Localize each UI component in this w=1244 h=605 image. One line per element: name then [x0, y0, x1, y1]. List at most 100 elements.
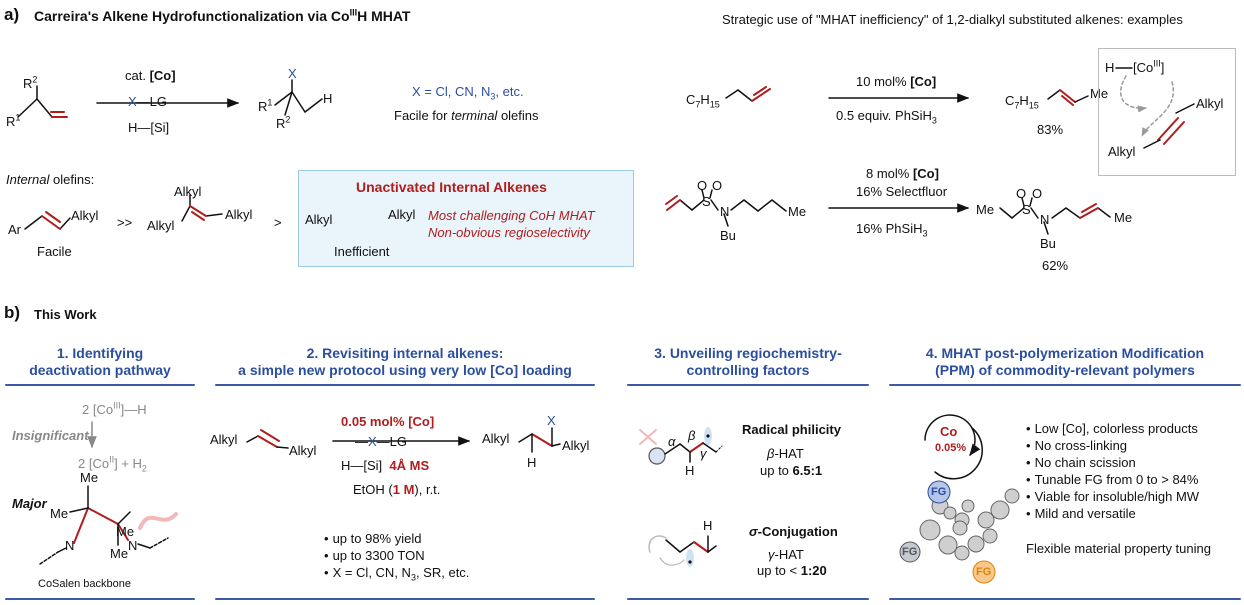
- section-b-label: b): [4, 303, 21, 322]
- philicity-graphic: [639, 427, 723, 465]
- col2-prod-x: X: [547, 413, 556, 428]
- box-alkyl-right: Alkyl: [388, 207, 416, 222]
- col3-header: 3. Unveiling regiochemistry-controlling …: [654, 345, 842, 378]
- col2-sm-alkyl-right: Alkyl: [289, 443, 317, 458]
- col2-catalyst: 0.05 mol% [Co]: [341, 414, 435, 429]
- ex2-prod-o-left: O: [1016, 186, 1027, 201]
- box-title: Unactivated Internal Alkenes: [356, 179, 547, 195]
- strategic-title: Strategic use of "MHAT inefficiency" of …: [722, 12, 1183, 27]
- col2-bullets: up to 98% yield up to 3300 TON X = Cl, C…: [324, 530, 470, 582]
- section-a-title: Carreira's Alkene Hydrofunctionalization…: [34, 7, 411, 24]
- ex2-bu: Bu: [720, 228, 736, 243]
- col2-bullet-3: X = Cl, CN, N3, SR, etc.: [324, 564, 470, 582]
- ex1-prod-formula: C7H15: [1005, 93, 1039, 111]
- ex1-silane: 0.5 equiv. PhSiH3: [836, 108, 937, 126]
- col2-prod-alkyl-left: Alkyl: [482, 431, 510, 446]
- co-loading: 0.05%: [935, 442, 967, 454]
- conjugation-title: σ-Conjugation: [749, 524, 838, 539]
- ex1-catalyst: 10 mol% [Co]: [856, 74, 937, 89]
- insignificant-label: Insignificant: [12, 428, 89, 443]
- section-a-label: a): [4, 5, 20, 24]
- ex2-o-right: O: [712, 178, 723, 193]
- backbone-n-left: N: [65, 538, 75, 553]
- col2-hsi: H—[Si] 4Å MS: [341, 458, 430, 473]
- major-label: Major: [12, 496, 47, 511]
- ex1-prod-bond: [1047, 89, 1061, 100]
- sm-r2: R2: [23, 74, 38, 91]
- ratio2: up to < 1:20: [757, 563, 827, 578]
- gamma-hat-label: γ-HAT: [768, 547, 804, 562]
- trisub-alkyl-right: Alkyl: [225, 207, 253, 222]
- ex2-n: N: [720, 204, 730, 219]
- backbone-n-right: N: [128, 538, 138, 553]
- col2-sm-alkyl-left: Alkyl: [210, 432, 238, 447]
- beta-hat-label: β-HAT: [767, 446, 804, 461]
- product-h: H: [323, 91, 333, 106]
- backbone-me-bottom: Me: [110, 546, 129, 561]
- trisub-double: [189, 205, 207, 217]
- ex1-prod-me: Me: [1090, 86, 1109, 101]
- ar-alkene-double: [41, 215, 61, 230]
- col2-xlg: —X—LG: [355, 434, 408, 449]
- col4-bullet-2: No cross-linking: [1026, 437, 1199, 454]
- ex2-sm-bonds: [679, 189, 787, 227]
- ratio1: up to 6.5:1: [760, 463, 823, 478]
- col2-sm-alkene: [246, 429, 289, 449]
- ex2-prod-double: [1079, 207, 1099, 219]
- product-r1: R1: [258, 97, 273, 114]
- ex2-s: S: [702, 194, 711, 209]
- backbone-caption: CoSalen backbone: [38, 578, 131, 590]
- ex2-oxidant: 16% Selectfluor: [856, 184, 948, 199]
- facile-label: Facile: [37, 244, 72, 259]
- sm-alkene-bonds: [17, 85, 53, 118]
- col2-product: [518, 427, 561, 453]
- gtgt-sign: >>: [117, 215, 133, 230]
- ar-label: Ar: [8, 222, 21, 237]
- philicity-title: Radical philicity: [742, 422, 841, 437]
- fg-orange: FG: [976, 566, 992, 578]
- ex2-vinyl-double: [666, 199, 681, 211]
- ex2-prod-s: S: [1022, 202, 1031, 217]
- ex1-sm-bonds: [725, 89, 753, 102]
- product-x: X: [288, 66, 297, 81]
- ex2-prod-bonds: [999, 197, 1111, 235]
- col4-bullet-6: Mild and versatile: [1026, 505, 1199, 522]
- ex2-prod-et: Me: [976, 202, 995, 217]
- ex2-me: Me: [788, 204, 807, 219]
- col2-solvent: EtOH (1 M), r.t.: [353, 482, 441, 497]
- ex2-silane: 16% PhSiH3: [856, 221, 928, 239]
- fg-blue: FG: [931, 486, 947, 498]
- facile-terminal: Facile for terminal olefins: [394, 108, 539, 123]
- reagent-hsi: H—[Si]: [128, 120, 170, 135]
- trisub-alkyl-top: Alkyl: [174, 184, 202, 199]
- cosalen-backbone-graphic: [39, 485, 178, 565]
- box-line1: Most challenging CoH MHAT: [428, 208, 595, 223]
- gamma-label: γ: [700, 446, 707, 461]
- box-alkyl-left: Alkyl: [305, 212, 333, 227]
- ex1-yield: 83%: [1037, 122, 1064, 137]
- backbone-me-right: Me: [116, 524, 135, 539]
- fg-grey: FG: [902, 546, 918, 558]
- co2-h2-species: 2 [CoII] + H2: [78, 454, 147, 474]
- backbone-me-top: Me: [80, 470, 99, 485]
- col4-tuning: Flexible material property tuning: [1026, 541, 1211, 556]
- internal-olefins-label: Internal olefins:: [6, 172, 95, 187]
- beta-label: β: [688, 428, 696, 443]
- ex2-prod-bu: Bu: [1040, 236, 1056, 251]
- ex2-prod-o-right: O: [1032, 186, 1043, 201]
- coh-alkyl-left: Alkyl: [1108, 144, 1136, 159]
- unactivated-alkenes-box: [298, 170, 634, 267]
- co-label: Co: [940, 424, 958, 439]
- gt-sign: >: [274, 215, 282, 230]
- polymer-graphic: [899, 480, 1020, 584]
- reagent-cat: cat. [Co]: [125, 68, 176, 83]
- coh-approach-graphic: [1115, 67, 1195, 149]
- col2-bullet-1: up to 98% yield: [324, 530, 469, 547]
- reagent-xlg: X—LG: [128, 94, 168, 109]
- col2-prod-alkyl-right: Alkyl: [562, 438, 590, 453]
- coh-approach-box: [1098, 48, 1236, 176]
- x-options: X = Cl, CN, N3, etc.: [412, 84, 524, 102]
- backbone-me-left: Me: [50, 506, 69, 521]
- ex2-o-left: O: [697, 178, 708, 193]
